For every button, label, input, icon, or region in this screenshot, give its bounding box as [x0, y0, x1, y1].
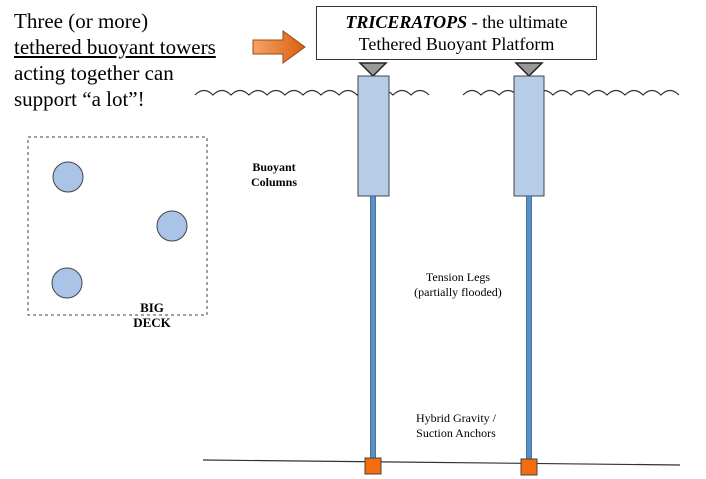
intro-line-3: acting together can — [14, 61, 174, 85]
intro-line-2: tethered buoyant towers — [14, 35, 216, 59]
tension-leg-right — [526, 195, 532, 460]
label-big-deck-2: DECK — [133, 315, 171, 330]
label-tension-legs: Tension Legs (partially flooded) — [398, 270, 518, 300]
intro-line-4: support “a lot”! — [14, 87, 145, 111]
intro-line-1: Three (or more) — [14, 9, 149, 33]
column-plan-circle-2 — [156, 210, 188, 242]
column-plan-circle-1 — [52, 161, 84, 193]
anchor-left — [364, 457, 382, 475]
label-anchors-2: Suction Anchors — [416, 426, 496, 440]
intro-text: Three (or more) tethered buoyant towers … — [14, 8, 254, 112]
label-anchors-1: Hybrid Gravity / — [416, 411, 496, 425]
title-line-2: Tethered Buoyant Platform — [358, 34, 555, 54]
buoyant-column-left — [357, 75, 390, 197]
title-box: TRICERATOPS - the ultimate Tethered Buoy… — [316, 6, 597, 60]
column-plan-circle-3 — [51, 267, 83, 299]
label-tension-legs-2: (partially flooded) — [414, 285, 502, 299]
label-big-deck-1: BIG — [140, 300, 164, 315]
title-emphasis: TRICERATOPS — [345, 12, 468, 32]
deck-outline — [27, 136, 208, 316]
buoyant-column-right — [513, 75, 545, 197]
title-line-1: TRICERATOPS - the ultimate — [317, 11, 596, 33]
label-buoyant-columns-1: Buoyant — [252, 160, 296, 174]
label-buoyant-columns: Buoyant Columns — [238, 160, 310, 190]
label-anchors: Hybrid Gravity / Suction Anchors — [396, 411, 516, 441]
anchor-right — [520, 458, 538, 476]
label-buoyant-columns-2: Columns — [250, 175, 297, 189]
water-surface-right — [462, 89, 680, 96]
title-rest: - the ultimate — [467, 12, 568, 32]
seabed-line — [202, 459, 681, 466]
connector-triangle-right — [514, 62, 544, 78]
connector-triangle-left — [358, 62, 388, 78]
pointer-arrow — [252, 30, 306, 64]
tension-leg-left — [370, 195, 376, 460]
label-big-deck: BIG DECK — [112, 300, 192, 330]
water-surface-left — [194, 89, 430, 96]
label-tension-legs-1: Tension Legs — [425, 270, 491, 284]
